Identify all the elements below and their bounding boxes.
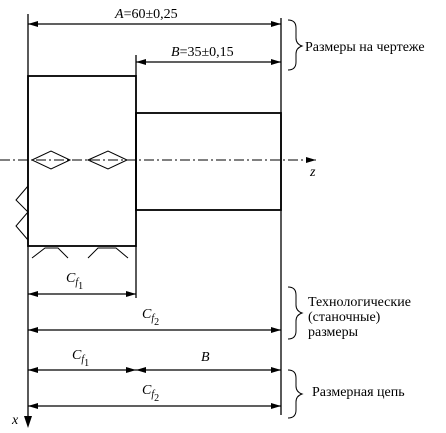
brace-chain bbox=[287, 369, 304, 419]
group-tech-label-1: Технологические bbox=[308, 295, 411, 310]
group-chain-label: Размерная цепь bbox=[312, 385, 405, 400]
tech-dimensions: Cf1 Cf2 bbox=[28, 271, 281, 333]
shaft-part bbox=[15, 75, 282, 259]
shaft-small-section bbox=[135, 112, 282, 211]
group-tech-label-3: размеры bbox=[308, 325, 359, 340]
axis-x-label: x bbox=[11, 413, 19, 428]
brace-drawing bbox=[287, 19, 304, 71]
group-labels: Размеры на чертеже Технологические (стан… bbox=[287, 19, 425, 419]
drawing-dimensions: A=60±0,25 B=35±0,15 bbox=[28, 7, 281, 65]
axis-x-arrow bbox=[24, 416, 32, 428]
group-tech-label-2: (станочные) bbox=[308, 310, 381, 325]
group-drawing-label: Размеры на чертеже bbox=[305, 40, 425, 55]
brace-tech bbox=[287, 286, 304, 340]
chain-cf2-label: Cf2 bbox=[142, 383, 159, 404]
datum-diamond-1 bbox=[30, 150, 72, 170]
dim-cf1-label: Cf1 bbox=[66, 271, 83, 292]
dim-b-label: B=35±0,15 bbox=[171, 45, 234, 60]
shaft-large-section bbox=[27, 75, 137, 247]
support-symbol-1 bbox=[31, 247, 69, 259]
dim-a-label: A=60±0,25 bbox=[114, 7, 178, 22]
support-symbol-2 bbox=[87, 247, 129, 259]
chain-b-label: B bbox=[201, 350, 210, 365]
dimension-chain: Cf1 B Cf2 bbox=[28, 348, 281, 409]
clamp-zigzag-left bbox=[15, 185, 29, 241]
chain-cf1-label: Cf1 bbox=[72, 348, 89, 369]
dim-cf2-label: Cf2 bbox=[142, 307, 159, 328]
axis-z-label: z bbox=[309, 165, 316, 180]
